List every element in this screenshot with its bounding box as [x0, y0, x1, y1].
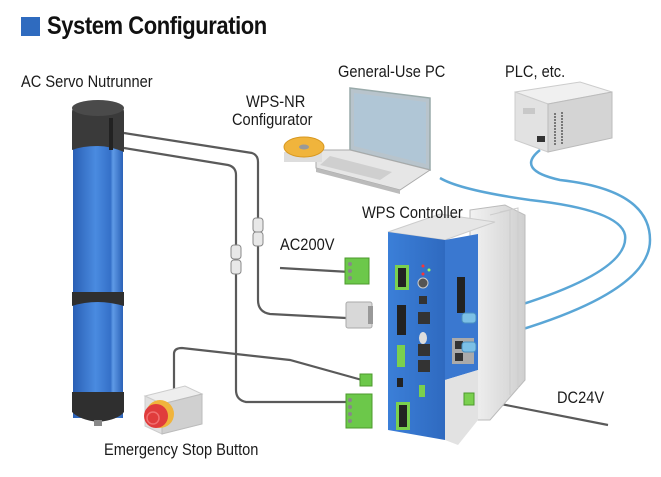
- title-square-icon: [21, 17, 40, 36]
- estop-connector: [359, 373, 373, 387]
- label-plc: PLC, etc.: [505, 62, 566, 81]
- ac-power-cable: [279, 266, 351, 274]
- motor-cable-lower: [123, 146, 352, 404]
- label-configurator-line2: Configurator: [232, 110, 313, 129]
- emergency-stop-button: [143, 385, 204, 435]
- label-controller: WPS Controller: [362, 203, 463, 222]
- ac-servo-nutrunner: [72, 100, 124, 426]
- label-emergency-stop: Emergency Stop Button: [104, 440, 259, 459]
- general-use-pc: [315, 87, 432, 194]
- wps-controller: [387, 204, 526, 445]
- label-ac-power: AC200V: [280, 235, 335, 254]
- io-connector: [345, 393, 373, 429]
- plc-device: [514, 81, 613, 153]
- ac-power-connector: [344, 257, 370, 285]
- cable-ferrites: [230, 217, 264, 275]
- estop-cable: [172, 346, 363, 402]
- title-text: System Configuration: [47, 12, 267, 40]
- diagram-title: System Configuration: [21, 12, 297, 41]
- label-nutrunner: AC Servo Nutrunner: [21, 72, 153, 91]
- motor-encoder-connector: [345, 301, 373, 329]
- label-configurator-line1: WPS-NR: [246, 92, 306, 111]
- configurator-cd: [283, 136, 325, 162]
- label-pc: General-Use PC: [338, 62, 446, 81]
- label-dc-power: DC24V: [557, 388, 605, 407]
